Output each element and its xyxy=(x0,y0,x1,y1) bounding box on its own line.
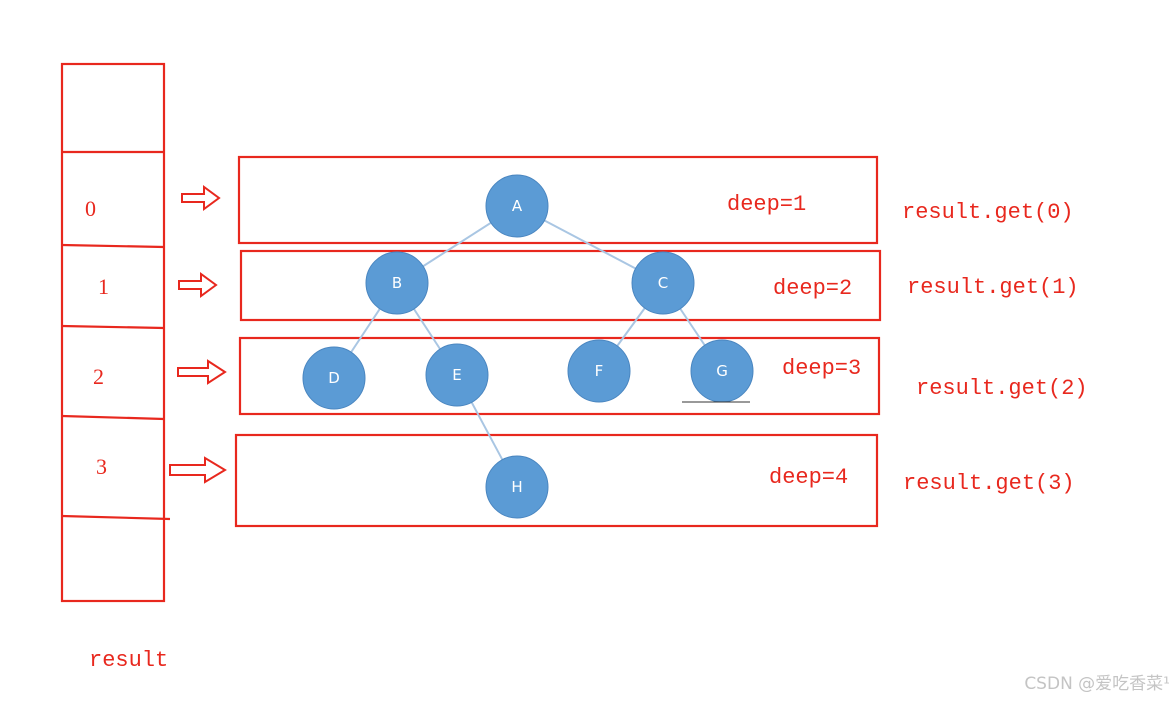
tree-node-F: F xyxy=(567,339,631,403)
tree-node-circle xyxy=(365,251,429,315)
tree-node-label: B xyxy=(392,274,402,292)
tree-node-circle xyxy=(485,455,549,519)
deep-label-4: deep=4 xyxy=(769,465,849,490)
level-box-1 xyxy=(237,155,879,245)
array-divider xyxy=(61,243,165,249)
tree-node-C: C xyxy=(631,251,695,315)
level-box-3 xyxy=(238,336,881,416)
tree-node-circle xyxy=(631,251,695,315)
array-divider xyxy=(61,324,165,330)
tree-edges xyxy=(333,205,723,488)
tree-node-label: E xyxy=(452,366,461,384)
result-get-label-0: result.get(0) xyxy=(902,200,1074,225)
array-caption: result xyxy=(89,648,169,673)
tree-node-D: D xyxy=(302,346,366,410)
tree-node-E: E xyxy=(425,343,489,407)
tree-node-label: D xyxy=(328,369,340,387)
tree-node-label: G xyxy=(716,362,728,380)
arrow-level-3 xyxy=(177,359,227,385)
tree-nodes: A B C D E F G H xyxy=(302,174,754,519)
tree-node-circle xyxy=(425,343,489,407)
result-get-label-1: result.get(1) xyxy=(907,275,1079,300)
array-divider xyxy=(61,414,165,421)
array-divider xyxy=(61,514,171,521)
tree-node-circle xyxy=(567,339,631,403)
result-get-label-2: result.get(2) xyxy=(916,376,1088,401)
level-box-4 xyxy=(234,433,879,528)
array-index-2: 2 xyxy=(93,364,104,389)
tree-node-label: C xyxy=(658,274,668,292)
tree-node-circle xyxy=(485,174,549,238)
tree-node-circle xyxy=(302,346,366,410)
tree-node-label: H xyxy=(511,478,522,496)
arrow-level-1 xyxy=(181,185,221,211)
array-index-3: 3 xyxy=(96,454,107,479)
result-array-outline xyxy=(60,62,166,603)
tree-node-H: H xyxy=(485,455,549,519)
tree-node-B: B xyxy=(365,251,429,315)
deep-label-3: deep=3 xyxy=(782,356,862,381)
level-boxes xyxy=(234,155,882,528)
deep-label-2: deep=2 xyxy=(773,276,853,301)
arrows xyxy=(169,185,227,484)
watermark: CSDN @爱吃香菜¹ xyxy=(1024,674,1170,694)
result-array xyxy=(60,62,171,603)
deep-label-1: deep=1 xyxy=(727,192,807,217)
tree-node-label: A xyxy=(512,197,523,215)
arrow-level-2 xyxy=(178,272,218,298)
arrow-level-4 xyxy=(169,456,227,484)
result-get-label-3: result.get(3) xyxy=(903,471,1075,496)
array-index-1: 1 xyxy=(98,274,109,299)
tree-node-G: G xyxy=(690,339,754,403)
array-index-0: 0 xyxy=(85,196,96,221)
tree-node-A: A xyxy=(485,174,549,238)
level-box-2 xyxy=(239,249,882,322)
tree-node-label: F xyxy=(595,362,604,380)
